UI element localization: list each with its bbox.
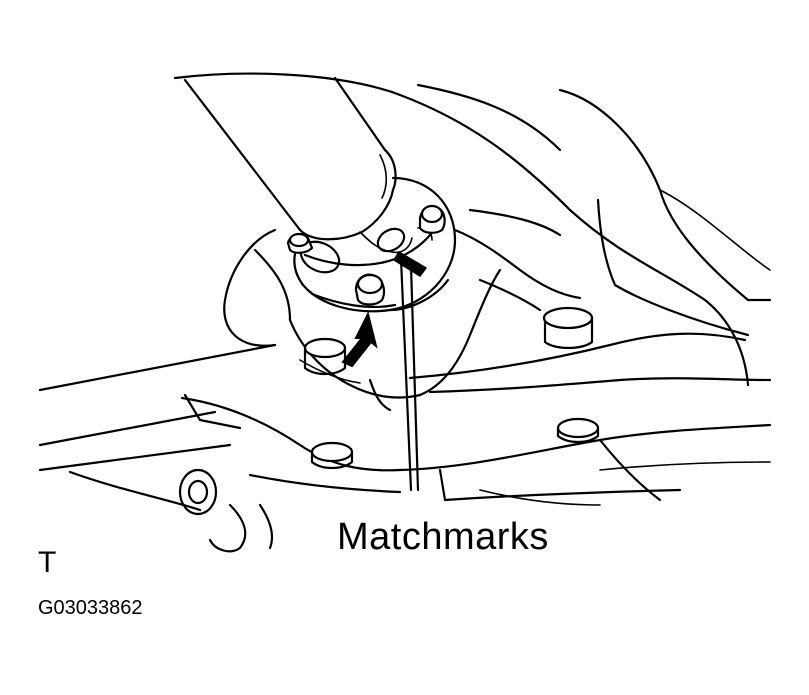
stud-right xyxy=(542,306,594,350)
stud-left xyxy=(303,337,347,376)
matchmarks-label: Matchmarks xyxy=(337,516,549,558)
bolt-left xyxy=(286,232,314,254)
crossmember-outline xyxy=(38,332,772,550)
matchmarks-leader-lines xyxy=(399,257,420,492)
propeller-shaft xyxy=(183,76,397,241)
stud-far-right xyxy=(556,417,600,444)
stud-center xyxy=(310,441,354,470)
matchmark-indicators xyxy=(341,250,428,368)
matchmark-arrow-yoke xyxy=(392,250,428,277)
bolt-front xyxy=(354,273,386,306)
bushing-lower-left xyxy=(178,468,218,516)
corner-letter: T xyxy=(38,546,57,579)
frame-studs xyxy=(178,306,600,553)
figure-code: G03033862 xyxy=(38,597,143,619)
body-floor-outline xyxy=(173,72,772,387)
flange-bolts xyxy=(286,204,446,306)
bolt-right xyxy=(418,204,446,234)
matchmark-arrow-front xyxy=(341,311,378,368)
